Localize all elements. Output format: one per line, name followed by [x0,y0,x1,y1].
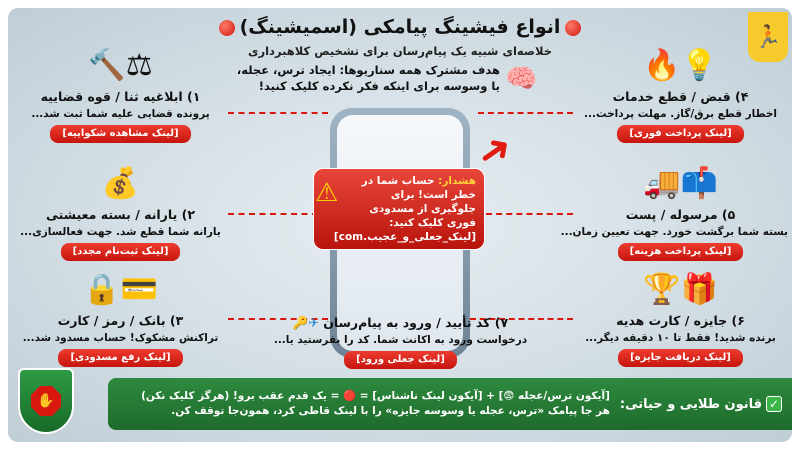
red-dot-icon [565,19,582,36]
connector [486,213,573,215]
card-link-button[interactable]: [لینک جعلی ورود] [344,351,457,369]
money-bag-icon: 💰 [101,166,140,201]
card-title: ۶) جایزه / کارت هدیه [616,313,745,328]
card-judicial: ⚖🔨 ۱) ابلاغیه ثنا / قوه قضاییه پرونده قض… [13,46,228,143]
bulb-flame-icon: 💡🔥 [643,48,718,83]
gift-trophy-icon: 🎁🏆 [643,272,718,307]
card-desc: پرونده قضایی علیه شما ثبت شد... [31,108,210,120]
card-post: 📫🚚 ۵) مرسوله / پست بسته شما برگشت خورد. … [560,164,788,261]
connector [470,318,573,320]
warning-label: هشدار: [438,175,476,187]
mailbox-truck-icon: 📫🚚 [643,166,718,201]
card-link-button[interactable]: [لینک رفع مسدودی] [58,349,183,367]
card-desc: درخواست ورود به اکانت شما. کد را بفرستید… [273,334,528,346]
fake-link: [لینک_جعلی_و_عجیب.com] [333,231,476,243]
card-title: ۳) بانک / رمز / کارت [57,313,184,328]
card-desc: تراکنش مشکوک! حساب مسدود شد... [22,332,219,344]
card-title: ۵) مرسوله / پست [625,207,736,222]
rule-text: [آیکون ترس/عجله 😨] + [آیکون لینک ناشناس]… [141,389,610,419]
title-text: انواع فیشینگ پیامکی (اسمیشینگ) [239,16,561,38]
card-subsidy: 💰 ۲) یارانه / بسته معیشتی یارانه شما قطع… [13,164,228,261]
stop-hand-icon: ✋ [31,386,61,416]
rule-line: هر جا پیامک «ترس، عجله یا وسوسه جایزه» ر… [171,405,610,417]
card-title: ۲) یارانه / بسته معیشتی [46,207,195,222]
card-link-button[interactable]: [لینک پرداخت فوری] [617,125,744,143]
card-desc: اخطار قطع برق/گاز. مهلت پرداخت... [583,108,777,120]
checkmark-icon: ✓ [766,396,782,412]
brain-icon: 🧠 [505,64,538,94]
card-bill: 💡🔥 ۴) قبض / قطع خدمات اخطار قطع برق/گاز.… [573,46,788,143]
goal-line: هدف مشترک همه سناریوها: ایجاد ترس، عجله، [236,63,500,77]
brand-logo: 🏃 [748,12,788,62]
rule-line: [آیکون ترس/عجله 😨] + [آیکون لینک ناشناس]… [141,390,610,402]
connector [228,318,328,320]
shield-icon: ✋ [18,368,74,434]
card-bank: 💳🔒 ۳) بانک / رمز / کارت تراکنش مشکوک! حس… [13,270,228,367]
connector [228,112,328,114]
card-desc: بسته شما برگشت خورد. جهت تعیین زمان... [560,226,788,238]
card-title: ۱) ابلاغیه ثنا / قوه قضاییه [40,89,201,104]
infographic: 🏃 انواع فیشینگ پیامکی (اسمیشینگ) خلاصه‌ا… [8,8,792,442]
rule-label-text: قانون طلایی و حیاتی: [619,397,762,412]
card-title: ۷) کد تأیید / ورود به پیام‌رسان [323,315,509,330]
card-link-button[interactable]: [لینک پرداخت هزینه] [617,243,744,261]
rule-label: ✓ قانون طلایی و حیاتی: [620,396,782,412]
card-desc: برنده شدید! فقط تا ۱۰ دقیقه دیگر... [585,332,776,344]
card-title: ۴) قبض / قطع خدمات [612,89,749,104]
warning-text: حساب شما در خطر است! برای جلوگیری از مسد… [361,175,476,229]
card-lock-icon: 💳🔒 [83,272,158,307]
red-dot-icon [218,19,235,36]
card-link-button[interactable]: [لینک ثبت‌نام مجدد] [60,243,181,261]
card-prize: 🎁🏆 ۶) جایزه / کارت هدیه برنده شدید! فقط … [573,270,788,367]
card-verification: ۷) کد تأیید / ورود به پیام‌رسان ✈🔑 درخوا… [253,312,548,369]
card-link-button[interactable]: [لینک مشاهده شکواییه] [50,125,191,143]
telegram-key-icon: ✈🔑 [292,315,319,330]
subtitle: خلاصه‌ای شبیه یک پیام‌رسان برای تشخیص کل… [247,44,553,58]
connector [228,213,318,215]
connector [478,112,573,114]
warning-triangle-icon: ⚠ [315,178,339,208]
card-link-button[interactable]: [لینک دریافت جایزه] [618,349,743,367]
scales-gavel-icon: ⚖🔨 [88,48,153,83]
goal-text: هدف مشترک همه سناریوها: ایجاد ترس، عجله،… [236,62,500,94]
golden-rule-banner: ✓ قانون طلایی و حیاتی: [آیکون ترس/عجله 😨]… [108,378,792,430]
card-title-row: ۷) کد تأیید / ورود به پیام‌رسان ✈🔑 [253,314,548,331]
page-title: انواع فیشینگ پیامکی (اسمیشینگ) [8,14,792,40]
card-desc: یارانه شما قطع شد. جهت فعالسازی... [20,226,221,238]
goal-line: یا وسوسه برای اینکه فکر نکرده کلیک کنید! [258,79,500,93]
warning-bubble: هشدار: حساب شما در خطر است! برای جلوگیری… [313,168,485,250]
